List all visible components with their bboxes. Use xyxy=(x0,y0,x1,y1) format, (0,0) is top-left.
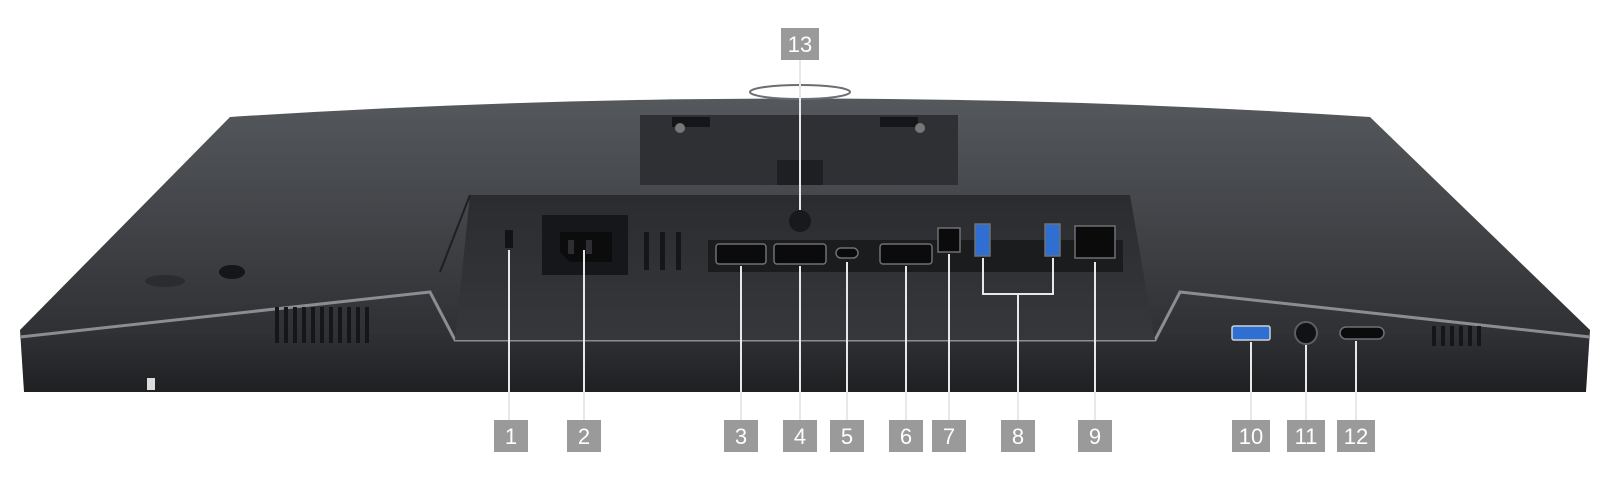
callout-label-6: 6 xyxy=(900,424,912,449)
callout-label-3: 3 xyxy=(735,424,747,449)
right-vent xyxy=(1432,326,1481,346)
power-indicator xyxy=(147,378,155,390)
audio-jack xyxy=(1294,321,1318,345)
displayport-out xyxy=(879,243,933,265)
callout-label-1: 1 xyxy=(505,424,517,449)
callout-badge-8: 8 xyxy=(1001,420,1035,452)
callout-badge-4: 4 xyxy=(783,420,817,452)
callout-label-4: 4 xyxy=(794,424,806,449)
usb-c-upstream-port xyxy=(835,247,859,259)
callout-badge-6: 6 xyxy=(889,420,923,452)
callout-label-7: 7 xyxy=(943,424,955,449)
callout-label-2: 2 xyxy=(578,424,590,449)
callout-badge-11: 11 xyxy=(1287,420,1325,452)
hdmi-port xyxy=(715,243,767,265)
callout-badge-1: 1 xyxy=(494,420,528,452)
displayport-in xyxy=(773,243,827,265)
rj45-port xyxy=(1074,225,1116,259)
callout-badge-9: 9 xyxy=(1078,420,1112,452)
callout-label-10: 10 xyxy=(1239,424,1263,449)
callout-label-12: 12 xyxy=(1344,424,1368,449)
callout-badge-2: 2 xyxy=(567,420,601,452)
callout-badge-10: 10 xyxy=(1232,420,1270,452)
callout-label-11: 11 xyxy=(1295,424,1318,449)
usb-b-upstream-port xyxy=(937,227,961,253)
callout-label-8: 8 xyxy=(1012,424,1024,449)
callout-badge-12: 12 xyxy=(1337,420,1375,452)
callout-badge-5: 5 xyxy=(830,420,864,452)
usb-a-downstream-port-1 xyxy=(974,223,991,257)
callout-label-13: 13 xyxy=(788,32,812,57)
callout-badge-13: 13 xyxy=(781,28,819,60)
callout-label-9: 9 xyxy=(1089,424,1101,449)
joystick xyxy=(219,265,245,279)
left-vent xyxy=(275,307,369,343)
monitor-front-edge xyxy=(20,330,1590,392)
cable-clip xyxy=(789,210,811,232)
callout-badge-3: 3 xyxy=(724,420,758,452)
usb-a-downstream-port-2 xyxy=(1044,223,1061,257)
callout-label-5: 5 xyxy=(841,424,853,449)
callout-lines xyxy=(508,58,1357,420)
callout-badge-7: 7 xyxy=(932,420,966,452)
usb-c-front-port xyxy=(1339,326,1385,340)
security-lock-slot xyxy=(505,230,513,248)
usb-a-front-port xyxy=(1231,325,1271,341)
